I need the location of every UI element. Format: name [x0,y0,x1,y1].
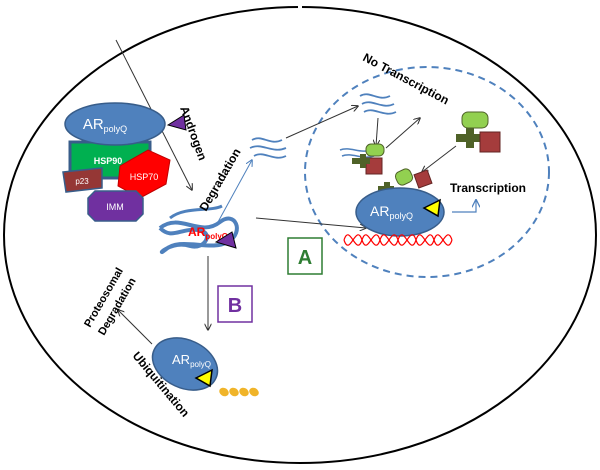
ar-polyq-cytoplasm [64,102,166,146]
bound-androgen-icon [214,231,237,249]
ar-polyq-cyto-label: ARpolyQ [83,116,127,134]
ubiquitinated-ar-label: ARpolyQ [172,352,211,369]
nuclear-ar-label: ARpolyQ [370,203,413,221]
fragments-to-corepressor-arrow [376,117,378,146]
hsp90-label: HSP90 [94,156,123,166]
pathway-a-arrow [255,217,366,228]
to-proteasome-arrow [118,310,153,345]
pathway-b-label: B [228,295,242,317]
chaperone-complex: HSP90 ARpolyQ HSP70 p23 IMM [62,102,171,222]
coactivator-cylinder-right [461,111,489,129]
ubiq-androgen-icon [194,368,213,388]
pathway-a-label: A [298,247,312,269]
imm-immunophilin [87,190,144,222]
fragments-to-nucleus-arrow [285,106,358,139]
degraded-fragments [249,137,287,159]
dna-helix-strand2 [343,234,453,246]
cofactor-cluster-right [456,111,501,153]
hsp70-label: HSP70 [130,172,159,182]
nuclear-androgen-icon [422,198,441,218]
p23-label: p23 [75,177,89,186]
corepressor-cube-right [479,131,501,153]
to-fragments-arrow [217,160,252,223]
nucleus [304,66,550,278]
pathway-b-box [217,285,253,323]
misfolded-ar-label: ARpolyQ [188,225,228,241]
corepressor-cross [352,154,370,168]
p23-cochaperone [62,167,103,193]
hsp70-chaperone [117,149,171,199]
imm-label: IMM [106,202,124,212]
transcription-arrow [452,200,476,213]
androgen-ligand-icon [166,114,187,131]
transcription-label: Transcription [450,181,526,195]
coactivator-cylinder [365,143,385,157]
ubiquitin-chain-icon [219,387,259,397]
cell-membrane [3,6,597,464]
cofactor-cluster-left [339,143,385,175]
right-to-ar-arrow [422,145,457,172]
nuclear-fragments [359,93,397,115]
misfolded-ar-polyq: ARpolyQ [158,204,239,254]
cluster-to-right-arrow [385,118,420,149]
corepressor-cross-right [456,128,480,148]
pathway-a-box [287,237,323,275]
